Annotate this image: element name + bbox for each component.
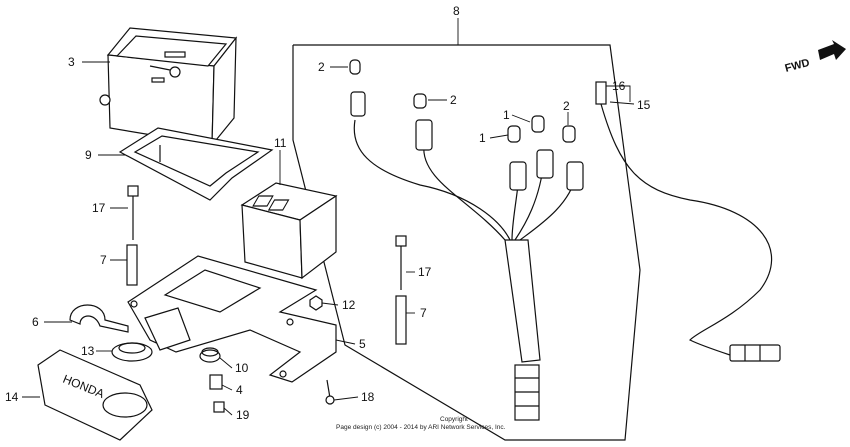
callout-7-left: 7 (100, 253, 107, 267)
callout-5: 5 (359, 337, 366, 351)
callout-3: 3 (68, 55, 75, 69)
callout-6: 6 (32, 315, 39, 329)
direction-label: FWD (784, 57, 811, 75)
screw-18[interactable] (325, 379, 335, 405)
callout-1-a: 1 (503, 108, 510, 122)
callout-17-right: 17 (418, 265, 432, 279)
callout-labels: 3 9 17 7 6 13 14 11 17 7 12 5 10 4 19 18… (5, 4, 651, 422)
indicator-box[interactable] (240, 182, 338, 280)
bolt-17-left[interactable] (127, 185, 139, 240)
callout-14: 14 (5, 390, 19, 404)
collar-7-right[interactable] (395, 295, 407, 345)
grommet-10[interactable] (199, 347, 221, 363)
callout-2-b: 2 (450, 93, 457, 107)
callout-2-a: 2 (318, 60, 325, 74)
callout-15: 15 (637, 98, 651, 112)
callout-16: 16 (612, 79, 626, 93)
screw-19[interactable] (213, 401, 225, 413)
collar-7-left[interactable] (126, 244, 138, 286)
callout-18: 18 (361, 390, 375, 404)
callout-19: 19 (236, 408, 250, 422)
collar-4[interactable] (209, 374, 223, 390)
forward-arrow-icon: FWD (784, 40, 846, 75)
meter-bracket[interactable] (127, 255, 337, 383)
rubber-mount[interactable] (118, 127, 274, 201)
speedometer-unit[interactable] (99, 27, 238, 147)
wire-harness[interactable] (353, 119, 577, 421)
harness-boundary (292, 44, 641, 441)
callout-2-c: 2 (563, 99, 570, 113)
speedometer-cable[interactable] (595, 81, 781, 362)
callout-17-left: 17 (92, 201, 106, 215)
callout-13: 13 (81, 344, 95, 358)
meter-cover[interactable]: HONDA (37, 349, 153, 441)
nut-12[interactable] (309, 295, 323, 311)
callout-10: 10 (235, 361, 249, 375)
leader-lines (22, 18, 635, 416)
callout-7-right: 7 (420, 306, 427, 320)
copyright-line-2: Page design (c) 2004 - 2014 by ARI Netwo… (336, 424, 506, 431)
callout-8: 8 (453, 4, 460, 18)
bolt-17-right[interactable] (395, 235, 407, 290)
bulb-socket[interactable] (350, 91, 584, 191)
clamp-6[interactable] (69, 304, 129, 333)
callout-11: 11 (274, 136, 287, 150)
copyright: Copyright Page design (c) 2004 - 2014 by… (336, 416, 506, 431)
callout-1-b: 1 (479, 131, 486, 145)
callout-4: 4 (236, 383, 243, 397)
copyright-line-1: Copyright (440, 416, 468, 423)
grommet-13[interactable] (111, 342, 153, 362)
callout-9: 9 (85, 148, 92, 162)
bulb[interactable] (349, 59, 576, 143)
callout-12: 12 (342, 298, 356, 312)
